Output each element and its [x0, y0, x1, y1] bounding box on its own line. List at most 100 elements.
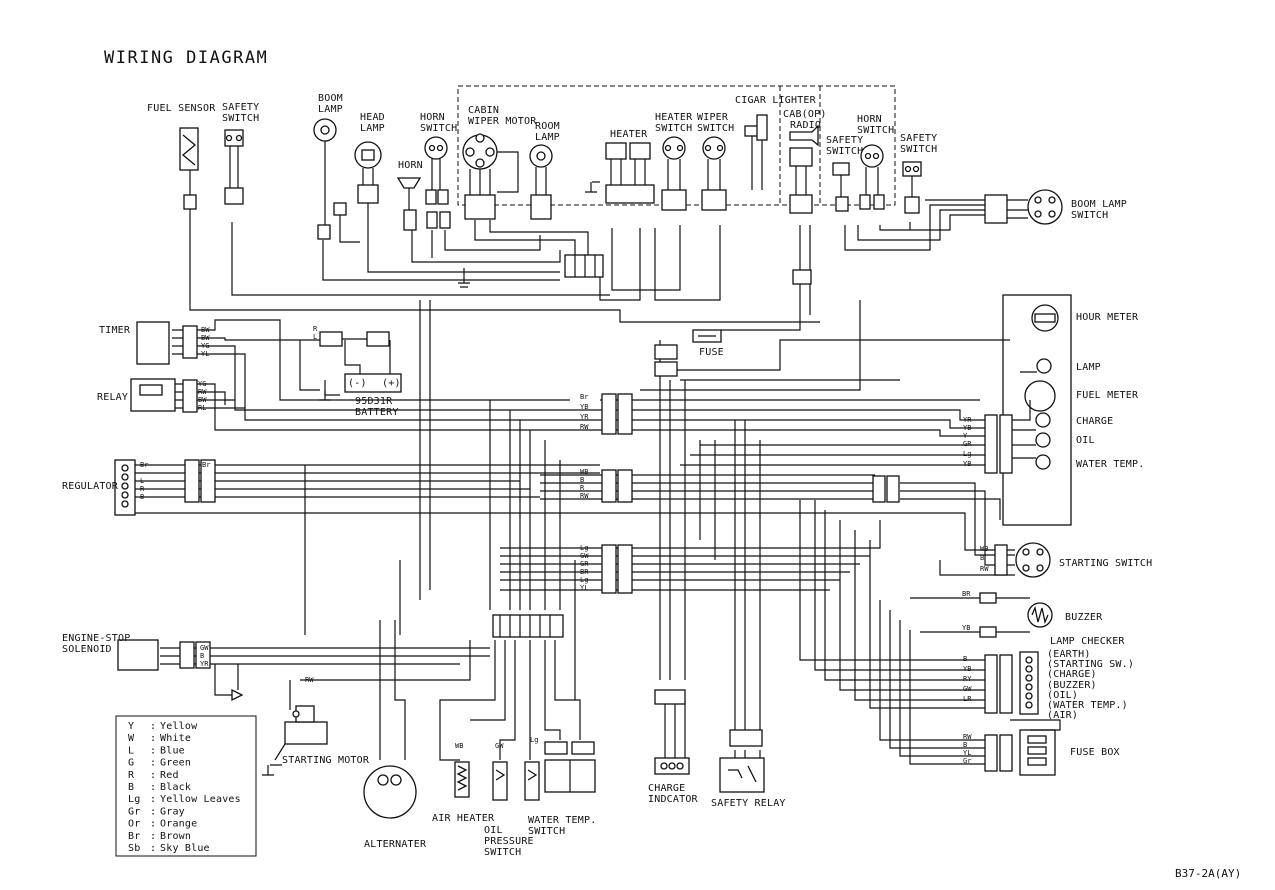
starting-switch — [994, 542, 1051, 578]
starting-motor — [270, 705, 328, 766]
heater-switch-label-1: HEATER — [655, 112, 693, 123]
starting-switch-label: STARTING SWITCH — [1059, 558, 1152, 569]
legend-code: Lg — [128, 794, 140, 805]
wiper-switch — [701, 136, 727, 211]
wire-code: WB — [580, 468, 588, 476]
document-code: B37-2A(AY) — [1175, 867, 1241, 880]
horn-label: HORN — [398, 160, 423, 171]
legend-color: Black — [160, 782, 191, 793]
wire-code: B — [200, 652, 204, 660]
lamp-checker-item: (STARTING SW.) — [1047, 659, 1134, 670]
lamp-checker-item: (WATER TEMP.) — [1047, 700, 1128, 711]
wire-code: B — [980, 554, 984, 562]
legend-code: R — [128, 770, 135, 781]
legend-color: Red — [160, 770, 179, 781]
buzzer — [979, 592, 1053, 638]
page-title: WIRING DIAGRAM — [104, 48, 268, 68]
safety-switch-center — [832, 162, 850, 212]
wire-code: Lg — [580, 544, 588, 552]
wire-code: WB — [980, 545, 988, 553]
wire-code: B — [580, 476, 584, 484]
wire-code: GW — [963, 685, 972, 693]
wire-code: BR — [580, 568, 589, 576]
room-lamp-label-1: ROOM — [535, 121, 560, 132]
engine-stop-label-2: SOLENOID — [62, 644, 112, 655]
horn-switch-left-label-1: HORN — [420, 112, 445, 123]
safety-switch-center-label-1: SAFETY — [826, 135, 863, 146]
wire-code: Br — [580, 393, 588, 401]
lamp-checker — [984, 651, 1039, 715]
legend-code: Sb — [128, 843, 140, 854]
battery-label: BATTERY — [355, 407, 399, 418]
wire-code: YB — [580, 403, 588, 411]
wire-code: RL — [198, 404, 206, 412]
safety-switch-left — [224, 129, 244, 205]
wire-code: Lg — [963, 450, 971, 458]
legend-separator: : — [150, 733, 156, 744]
sensor-relays — [544, 741, 596, 793]
air-heater-label: AIR HEATER — [432, 813, 495, 824]
svg-text:(-): (-) — [348, 378, 367, 389]
legend-color: Yellow — [160, 721, 198, 732]
wire-code: R — [140, 485, 145, 493]
legend-color: White — [160, 733, 191, 744]
svg-text:(+): (+) — [382, 378, 401, 389]
fuse-box-label: FUSE BOX — [1070, 747, 1120, 758]
legend-separator: : — [150, 806, 156, 817]
cabin-option-box — [457, 85, 896, 206]
cabin-wiper-label-2: WIPER MOTOR — [468, 116, 537, 127]
wire-code: RW — [580, 423, 589, 431]
fuse-box — [984, 729, 1056, 776]
wire-code: LR — [963, 695, 972, 703]
wire-code: GW — [200, 644, 209, 652]
legend-code: Y — [128, 721, 134, 732]
wire-code: BW — [201, 334, 210, 342]
meter-panel — [984, 294, 1072, 526]
heater-switch — [661, 136, 687, 211]
wire-code: Gr — [963, 757, 971, 765]
legend-color: Gray — [160, 806, 185, 817]
lamp-label: LAMP — [1076, 362, 1101, 373]
legend-separator: : — [150, 770, 156, 781]
wire-code: RW — [963, 733, 972, 741]
wire-code: Br — [140, 461, 148, 469]
head-lamp-label-1: HEAD — [360, 112, 385, 123]
wire-code: RW — [198, 388, 207, 396]
wire-code: YL — [963, 749, 971, 757]
center-connectors — [492, 393, 900, 705]
wire-code: R — [580, 484, 585, 492]
charge-label: CHARGE — [1076, 416, 1113, 427]
boom-lamp-label-2: LAMP — [318, 104, 343, 115]
wire-code: Lg — [580, 576, 588, 584]
wire-code: BR — [962, 590, 971, 598]
air-heater — [454, 761, 470, 798]
ground-symbols — [262, 182, 597, 776]
fuse-label: FUSE — [699, 347, 724, 358]
heater-label: HEATER — [610, 129, 648, 140]
safety-switch-right — [902, 161, 922, 214]
wire-code: RW — [305, 676, 314, 684]
cigar-lighter-label: CIGAR LIGHTER — [735, 95, 817, 106]
boom-lamp-switch — [984, 189, 1063, 225]
lamp-checker-label: LAMP CHECKER — [1050, 636, 1125, 647]
charge-indicator-label-2: INDCATOR — [648, 794, 699, 805]
horn-switch-right-label-2: SWITCH — [857, 125, 894, 136]
lamp-checker-item: (EARTH) — [1047, 649, 1091, 660]
room-lamp — [529, 144, 553, 220]
wiper-switch-label-2: SWITCH — [697, 123, 734, 134]
alternator — [363, 765, 417, 819]
alternator-label: ALTERNATER — [364, 839, 427, 850]
lamp-checker-items: (EARTH) (STARTING SW.) (CHARGE) (BUZZER)… — [1047, 649, 1134, 721]
junction-connector — [564, 254, 604, 278]
wire-code: L — [313, 333, 317, 341]
radio — [789, 124, 819, 285]
horn — [396, 177, 422, 231]
water-temp-label: WATER TEMP. — [1076, 459, 1144, 470]
wire-code: B — [963, 655, 967, 663]
wiper-switch-label-1: WIPER — [697, 112, 729, 123]
boom-lamp-switch-label-1: BOOM LAMP — [1071, 199, 1127, 210]
legend-code: G — [128, 758, 134, 769]
wire-code: Lg — [530, 736, 538, 744]
horn-switch-left-label-2: SWITCH — [420, 123, 457, 134]
legend-code: B — [128, 782, 134, 793]
